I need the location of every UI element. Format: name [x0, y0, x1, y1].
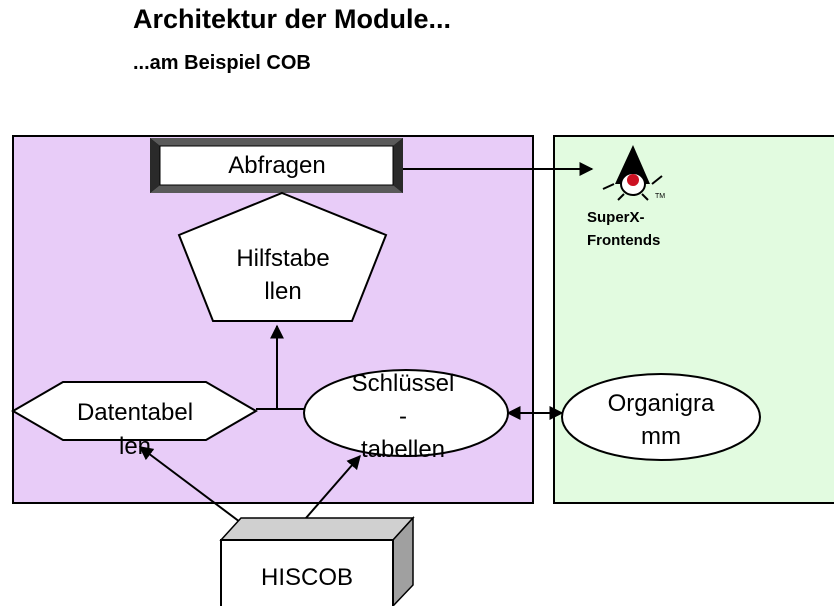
organigramm-node: Organigra mm: [561, 373, 761, 461]
datentabellen-label-line-2: len: [119, 433, 151, 460]
hilfstabellen-label-line-1: Hilfstabe: [236, 245, 329, 272]
schluessel-label-line-1: Schlüssel: [352, 370, 455, 397]
organigramm-label-line-2: mm: [641, 423, 681, 450]
hiscob-to-schluessel-arrow: [305, 454, 361, 519]
frontend-label-line-1: SuperX-: [587, 209, 645, 226]
datentabellen-label-line-1: Datentabel: [77, 399, 193, 426]
organigramm-label-line-1: Organigra: [608, 390, 715, 417]
svg-text:TM: TM: [655, 193, 665, 200]
abfragen-label: Abfragen: [228, 152, 325, 179]
hiscob-label: HISCOB: [261, 564, 353, 591]
hilfstabellen-node: Hilfstabe llen: [177, 191, 388, 322]
datentabellen-node: Datentabel len: [11, 381, 258, 460]
frontend-label-line-2: Frontends: [587, 232, 660, 249]
hiscob-to-datentabellen-arrow: [138, 446, 241, 523]
page-subtitle: ...am Beispiel COB: [133, 52, 311, 74]
hilfstabellen-label-line-2: llen: [264, 278, 301, 305]
schluessel-label-line-3: tabellen: [361, 436, 445, 463]
java-duke-icon: TM: [602, 145, 665, 201]
schluessel-label-line-2: -: [399, 403, 407, 430]
page-title: Architektur der Module...: [133, 4, 452, 34]
hiscob-node: HISCOB: [219, 516, 415, 606]
schluesseltabellen-node: Schlüssel - tabellen: [303, 369, 509, 463]
abfragen-node: Abfragen: [150, 138, 403, 193]
